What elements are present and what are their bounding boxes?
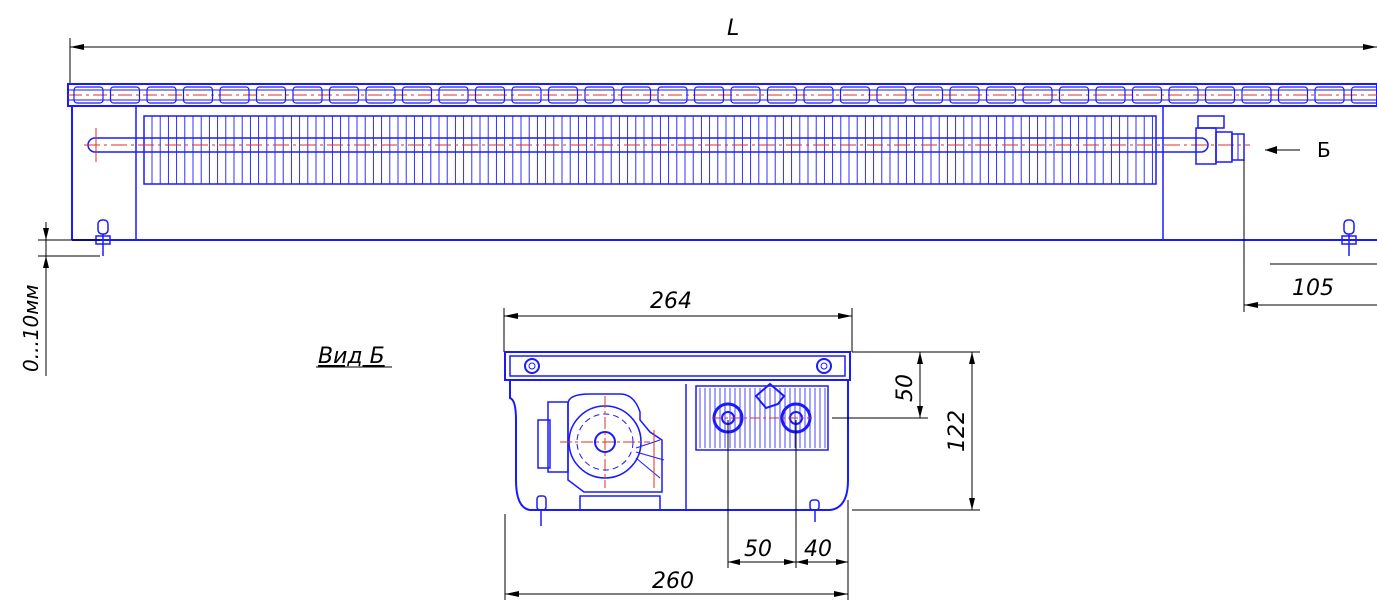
width-260-label: 260 xyxy=(652,569,694,594)
clearance-label: 0...10мм xyxy=(19,285,43,372)
dimension-clearance: 0...10мм xyxy=(19,222,100,376)
convector-side-section xyxy=(504,351,851,526)
grille-slot xyxy=(985,86,1017,104)
grille-slot xyxy=(1241,86,1272,104)
grille-slot xyxy=(657,86,688,104)
side-fins xyxy=(699,388,826,448)
grille-slot xyxy=(401,86,433,104)
view-marker-b: Б xyxy=(1265,138,1331,162)
grille-slot xyxy=(547,86,579,104)
length-label: L xyxy=(727,16,739,41)
grille-slot xyxy=(438,86,469,104)
grille-slot xyxy=(182,86,214,104)
grille-slot xyxy=(730,86,761,104)
grille-slot xyxy=(803,86,834,104)
valve-fitting xyxy=(1195,115,1245,165)
view-title: Вид Б xyxy=(318,344,385,369)
dimension-spacing: 50 40 xyxy=(727,420,849,600)
grille-slot xyxy=(1095,86,1126,104)
grille-slot xyxy=(1022,86,1053,104)
grille-slot xyxy=(146,86,177,104)
grille-slot xyxy=(1204,86,1236,104)
grille-slot xyxy=(766,86,798,104)
grille-slot xyxy=(620,86,652,104)
grille-slot xyxy=(912,86,944,104)
spacing-40-label: 40 xyxy=(804,537,832,562)
grille-slot xyxy=(949,86,980,104)
dimension-length: L xyxy=(69,16,1377,84)
offset-105-label: 105 xyxy=(1292,276,1334,301)
grille-slot xyxy=(511,86,542,104)
view-marker-label: Б xyxy=(1317,138,1331,162)
grille-slots xyxy=(73,86,1377,104)
dimension-105: 105 xyxy=(1243,160,1377,312)
spacing-50-label: 50 xyxy=(744,537,772,562)
grille-slot xyxy=(876,86,907,104)
grille-slot xyxy=(474,86,506,104)
height-122-label: 122 xyxy=(945,410,970,452)
dimension-260: 260 xyxy=(504,514,848,600)
grille-slot xyxy=(1314,86,1345,104)
heat-exchanger-fins xyxy=(151,116,1153,184)
grille-slot xyxy=(219,86,250,104)
width-264-label: 264 xyxy=(650,289,692,314)
dimension-264: 264 xyxy=(503,289,853,352)
grille-slot xyxy=(584,86,615,104)
convector-front-view xyxy=(67,83,1377,256)
grille-slot xyxy=(1058,86,1090,104)
grille-slot xyxy=(255,86,287,104)
height-50-label: 50 xyxy=(893,374,918,402)
adjustable-foot-left xyxy=(95,219,111,256)
grille-slot xyxy=(839,86,871,104)
grille-slot xyxy=(328,86,360,104)
grille-slot xyxy=(109,86,141,104)
grille-slot xyxy=(1168,86,1199,104)
dimension-height: 50 122 xyxy=(832,351,980,511)
grille-slot xyxy=(1131,86,1163,104)
grille-slot xyxy=(1277,86,1309,104)
adjustable-foot-right xyxy=(1341,219,1357,256)
grille-slot xyxy=(73,86,104,104)
grille-slot xyxy=(1350,86,1377,104)
grille-slot xyxy=(693,86,725,104)
grille-slot xyxy=(365,86,396,104)
grille-slot xyxy=(292,86,323,104)
